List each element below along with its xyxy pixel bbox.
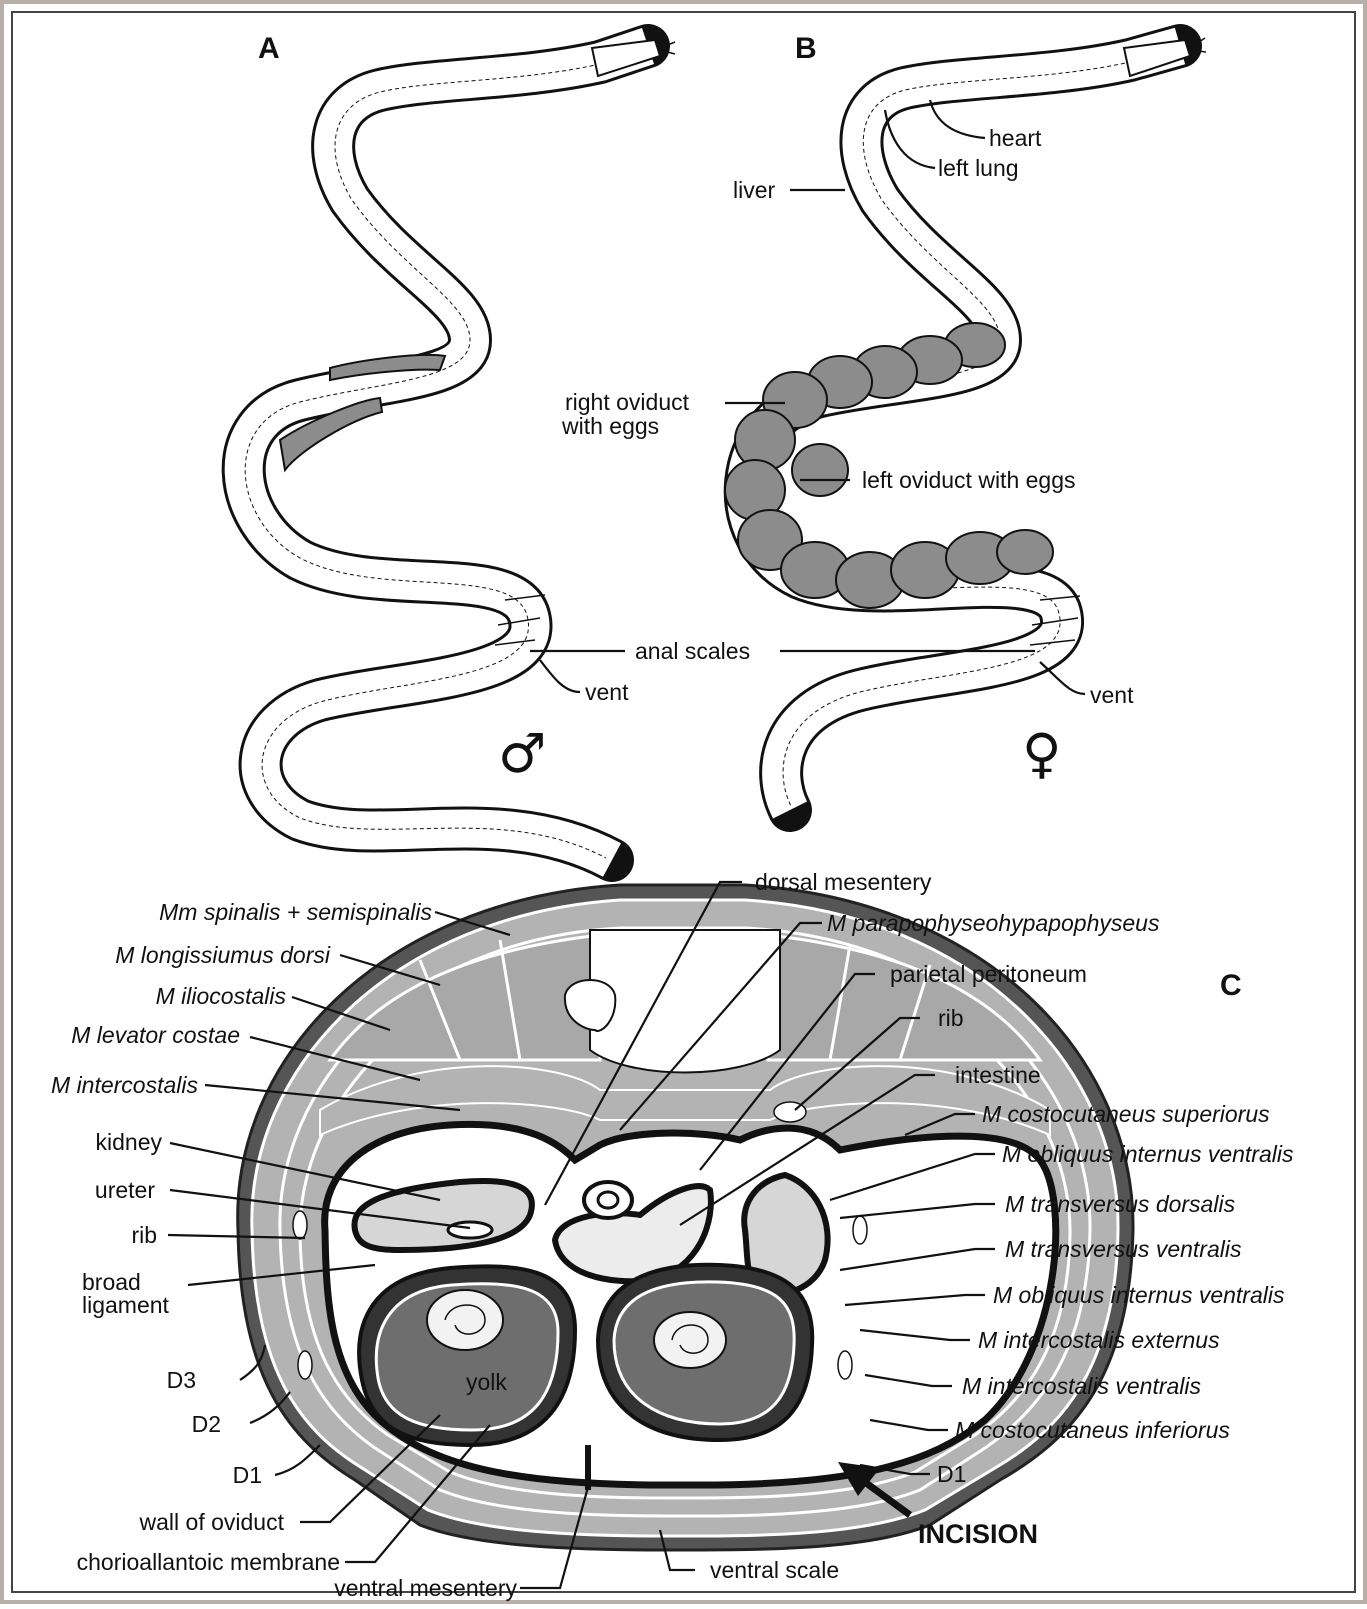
label-intercostalis-externus: M intercostalis externus (978, 1327, 1220, 1353)
male-symbol: ♂ (498, 722, 546, 785)
label-incision: INCISION (918, 1519, 1038, 1549)
label-levator-costae: M levator costae (71, 1022, 240, 1048)
label-liver: liver (733, 177, 776, 203)
label-obliquus-2: M obliquus internus ventralis (993, 1282, 1285, 1308)
label-anal-scales: anal scales (635, 638, 750, 664)
label-yolk: yolk (466, 1369, 507, 1395)
label-broad-2: ligament (82, 1292, 170, 1318)
vertebra (590, 930, 780, 1073)
label-ventral-mesentery: ventral mesentery (334, 1575, 517, 1601)
embryo-left (427, 1290, 503, 1350)
panel-label-c: C (1220, 969, 1242, 1002)
label-costocutaneus-sup: M costocutaneus superiorus (982, 1101, 1270, 1127)
label-d2: D2 (192, 1411, 221, 1437)
label-d1-right: D1 (937, 1461, 966, 1487)
panel-label-a: A (258, 32, 280, 65)
label-vent-male: vent (585, 679, 629, 705)
label-d1-left: D1 (233, 1462, 262, 1488)
label-parapophyseo: M parapophyseohypapophyseus (827, 910, 1160, 936)
label-heart: heart (989, 125, 1042, 151)
label-vent-female: vent (1090, 682, 1134, 708)
label-spinalis: Mm spinalis + semispinalis (159, 899, 432, 925)
label-left-oviduct: left oviduct with eggs (862, 467, 1076, 493)
label-intercostalis: M intercostalis (51, 1072, 198, 1098)
label-transversus-dorsalis: M transversus dorsalis (1005, 1191, 1236, 1217)
label-chorioallantoic: chorioallantoic membrane (77, 1549, 340, 1575)
label-intestine: intestine (955, 1062, 1041, 1088)
male-snake (244, 40, 675, 860)
label-rib-right: rib (938, 1005, 964, 1031)
label-right-oviduct-1: right oviduct (565, 389, 690, 415)
embryo-right (654, 1312, 726, 1368)
label-parietal-peritoneum: parietal peritoneum (890, 961, 1087, 987)
label-ureter: ureter (95, 1177, 155, 1203)
label-costocutaneus-inf: M costocutaneus inferiorus (955, 1417, 1230, 1443)
label-kidney: kidney (96, 1129, 163, 1155)
female-symbol: ♀ (1022, 722, 1062, 785)
label-rib-left: rib (131, 1222, 157, 1248)
label-ventral-scale: ventral scale (710, 1557, 839, 1583)
label-wall-oviduct: wall of oviduct (139, 1509, 285, 1535)
panel-label-b: B (795, 32, 817, 65)
label-iliocostalis: M iliocostalis (156, 983, 287, 1009)
label-longissimus: M longissiumus dorsi (115, 942, 331, 968)
label-transversus-ventralis: M transversus ventralis (1005, 1236, 1242, 1262)
label-obliquus-1: M obliquus internus ventralis (1002, 1141, 1294, 1167)
label-dorsal-mesentery: dorsal mesentery (755, 869, 932, 895)
label-d3: D3 (167, 1367, 196, 1393)
female-snake (725, 38, 1206, 810)
label-right-oviduct-2: with eggs (561, 413, 659, 439)
label-left-lung: left lung (938, 155, 1019, 181)
label-intercostalis-ventralis: M intercostalis ventralis (962, 1373, 1202, 1399)
